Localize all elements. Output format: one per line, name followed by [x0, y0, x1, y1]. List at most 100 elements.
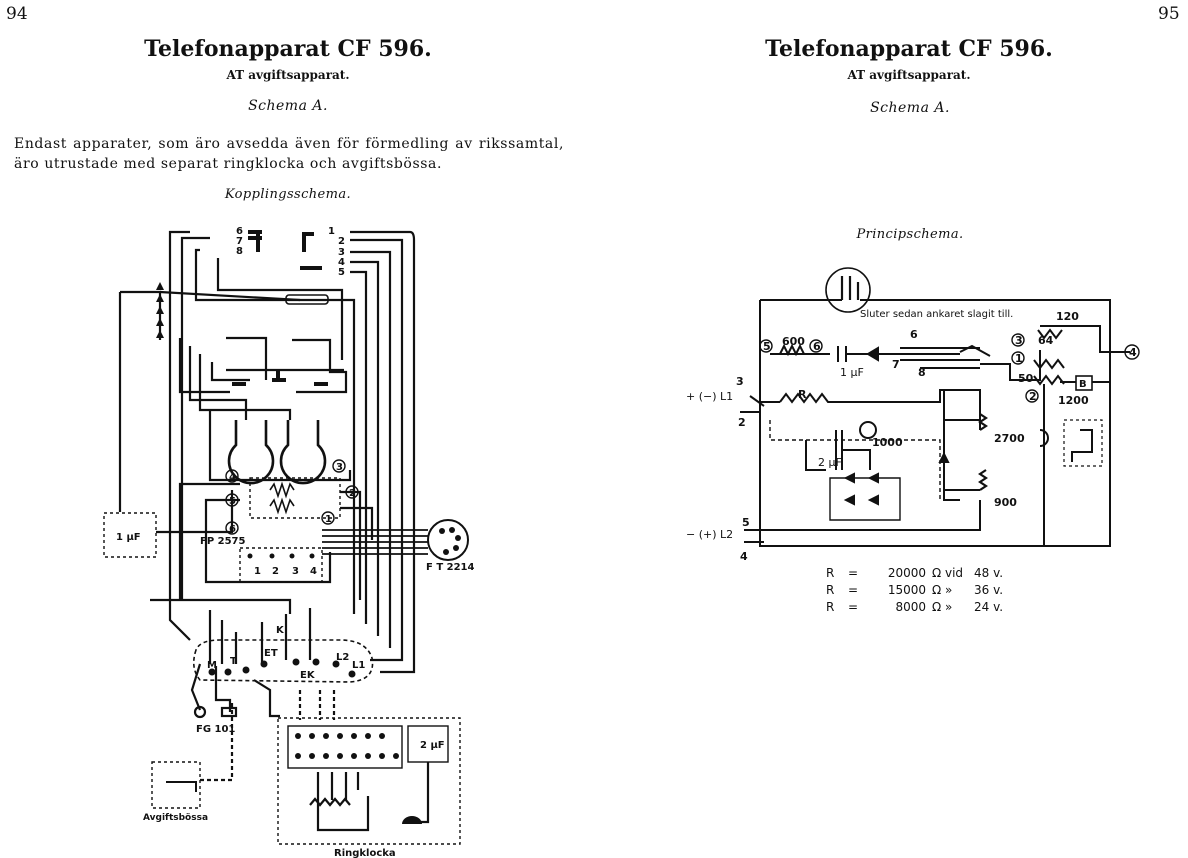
cell-sym: R	[826, 583, 835, 597]
strip-3: 3	[292, 566, 299, 577]
note-label: Sluter sedan ankaret slagit till.	[860, 309, 1013, 320]
contact-6: 6	[910, 328, 918, 341]
res-900-label: 900	[994, 496, 1017, 509]
label-3: 3	[338, 247, 345, 258]
circled-1: 1	[325, 514, 332, 525]
circled-2: 2	[349, 488, 356, 499]
cap-2uf-label: 2 μF	[818, 456, 842, 469]
dial-label: F T 2214	[426, 562, 474, 573]
page-subtitle-left: AT avgiftsapparat.	[226, 68, 350, 82]
circled-1-right: 1	[1015, 352, 1023, 365]
res-2700-label: 2700	[994, 432, 1025, 445]
cell-eq: =	[848, 583, 859, 597]
cell-eq: =	[848, 566, 859, 580]
cell-ohms: 8000	[895, 600, 926, 614]
board-T: T	[230, 656, 237, 667]
schema-label-left: Schema A.	[248, 98, 328, 114]
circled-4: 4	[229, 472, 236, 483]
wiring-diagram	[103, 230, 461, 845]
contact-8: 8	[918, 366, 926, 379]
transformer-label: FP 2575	[200, 536, 246, 547]
vid-text: vid	[945, 566, 964, 580]
cell-sym: R	[826, 566, 835, 580]
page-number-right: 95	[1158, 4, 1180, 24]
r-label: R	[798, 388, 807, 401]
num-3: 3	[736, 375, 744, 388]
board-K: K	[276, 625, 285, 636]
circled-6-right: 6	[813, 340, 821, 353]
board-M: M	[207, 660, 217, 671]
cell-volt: 24 v.	[974, 600, 1004, 614]
generator-label: FG 101	[196, 724, 235, 735]
page-subtitle-right: AT avgiftsapparat.	[847, 68, 971, 82]
cell-ohms: 15000	[887, 583, 926, 597]
ringer-label: Ringklocka	[334, 848, 396, 858]
circled-3: 3	[336, 462, 343, 473]
wiring-labels: 6 7 8 1 2 3 4 5 4 3 5 2 6 1 1 μF FP 2575…	[116, 226, 474, 858]
label-1: 1	[328, 226, 335, 237]
principle-diagram	[740, 267, 1130, 547]
coil-1200-label: 1200	[1058, 394, 1089, 407]
box-b-label: B	[1079, 379, 1087, 390]
cell-ohms: 20000	[887, 566, 926, 580]
circled-4-right: 4	[1129, 346, 1137, 359]
line-l2-label: − (+) L2	[686, 528, 733, 541]
page-title-right: Telefonapparat CF 596.	[765, 36, 1053, 62]
cell-unit: Ω »	[932, 583, 974, 597]
strip-4: 4	[310, 566, 317, 577]
page-title-left: Telefonapparat CF 596.	[144, 36, 432, 62]
principle-labels: Sluter sedan ankaret slagit till. 5 600 …	[686, 309, 1140, 563]
cell-unit: Ω vid	[932, 566, 974, 580]
unit-symbol: Ω	[932, 583, 942, 597]
page-number-left: 94	[6, 4, 28, 24]
circled-2-right: 2	[1029, 390, 1037, 403]
circled-6: 6	[229, 524, 236, 535]
circled-5-right: 5	[763, 340, 771, 353]
vid-text: »	[945, 600, 953, 614]
label-7: 7	[236, 236, 243, 247]
cell-sym: R	[826, 600, 835, 614]
line-l1-label: + (−) L1	[686, 390, 733, 403]
coin-box-label: Avgiftsbössa	[143, 813, 208, 823]
circled-3-right: 3	[1015, 334, 1023, 347]
cell-volt: 36 v.	[974, 583, 1004, 597]
label-8: 8	[236, 246, 243, 257]
unit-symbol: Ω	[932, 600, 942, 614]
strip-1: 1	[254, 566, 261, 577]
label-2: 2	[338, 236, 345, 247]
board-L1: L1	[352, 660, 365, 671]
vid-text: »	[945, 583, 953, 597]
wiring-diagram-glyphs	[156, 230, 469, 824]
res-600-label: 600	[782, 335, 805, 348]
board-L2: L2	[336, 652, 349, 663]
capacitor-label: 1 μF	[116, 532, 141, 543]
coil-50-label: 50	[1018, 372, 1034, 385]
label-4: 4	[338, 257, 345, 268]
res-1000-label: 1000	[872, 436, 903, 449]
board-EK: EK	[300, 670, 316, 681]
contact-7: 7	[892, 358, 900, 371]
num-5: 5	[742, 516, 750, 529]
label-5: 5	[338, 267, 345, 278]
board-ET: ET	[264, 648, 278, 659]
cell-unit: Ω »	[932, 600, 974, 614]
diagram-caption-left: Kopplingsschema.	[224, 187, 352, 202]
circled-5: 5	[229, 496, 236, 507]
coil-120-label: 120	[1056, 310, 1079, 323]
cap-1uf-label: 1 μF	[840, 366, 864, 379]
num-4: 4	[740, 550, 748, 563]
num-2: 2	[738, 416, 746, 429]
cell-eq: =	[848, 600, 859, 614]
diagram-caption-right: Principschema.	[856, 227, 964, 242]
cell-volt: 48 v.	[974, 566, 1004, 580]
capacitor2-label: 2 μF	[420, 740, 445, 751]
label-6: 6	[236, 226, 243, 237]
strip-2: 2	[272, 566, 279, 577]
schema-label-right: Schema A.	[870, 100, 950, 116]
paragraph-left: Endast apparater, som äro avsedda även f…	[14, 136, 564, 172]
